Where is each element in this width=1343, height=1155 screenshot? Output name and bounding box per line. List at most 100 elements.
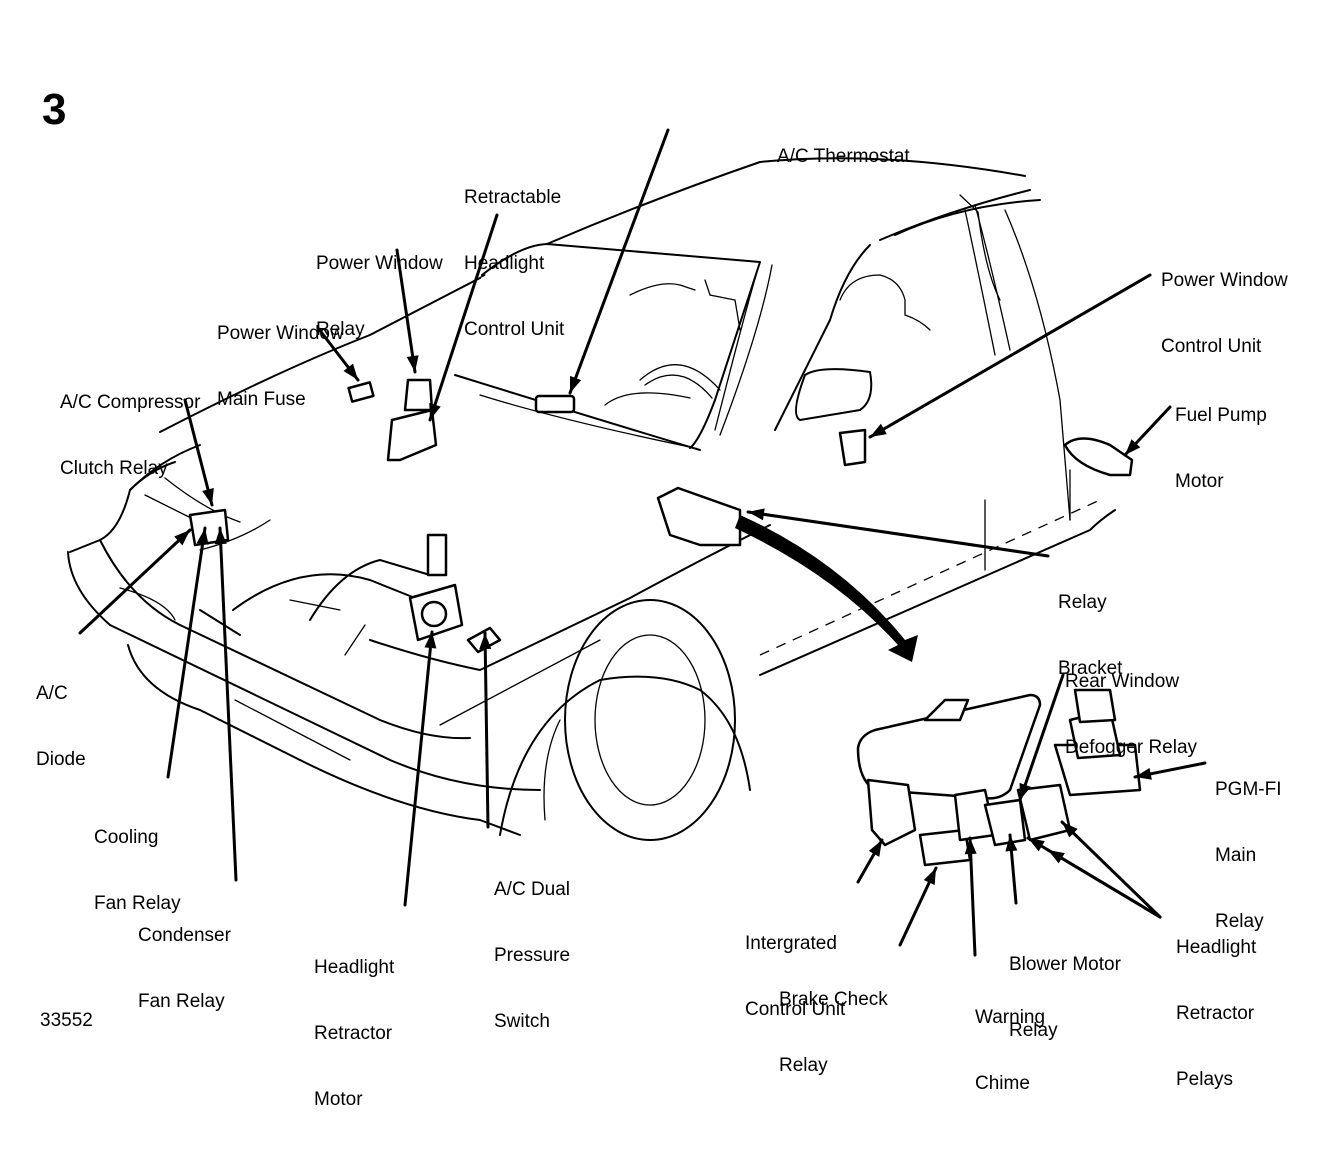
label-brake-check-relay: Brake Check Relay — [779, 945, 888, 1121]
leader-ac-thermostat — [568, 128, 670, 395]
label-line: Relay — [779, 1055, 828, 1076]
label-line: Control Unit — [745, 999, 846, 1020]
detail-arrow — [735, 515, 918, 662]
label-headlight-retractor-motor: Headlight Retractor Motor — [314, 913, 394, 1155]
car-body — [67, 157, 1116, 841]
leader-headlight-control-unit — [428, 213, 499, 422]
label-line: Relay — [1009, 1020, 1058, 1041]
label-line: Headlight — [464, 253, 545, 274]
label-line: Relay — [1058, 592, 1107, 613]
arrowhead-icon — [424, 632, 437, 649]
headlight-control-unit-part — [386, 408, 438, 462]
figure-id: 33552 — [40, 1010, 93, 1031]
label-headlight-retractor-relays: Headlight Retractor Pelays — [1176, 893, 1256, 1135]
arrowhead-icon — [196, 528, 209, 545]
label-line: Power Window — [217, 323, 344, 344]
cowl-line — [454, 374, 701, 451]
label-line: Control Unit — [1161, 336, 1262, 357]
label-line: Pelays — [1176, 1069, 1234, 1090]
label-line: A/C Compressor — [60, 392, 201, 413]
arrowheads — [174, 355, 1152, 886]
leader-rear-window-defogger-relay — [1018, 673, 1065, 802]
relay-box-detail — [856, 688, 1142, 867]
label-warning-chime: Warning Chime — [975, 963, 1045, 1139]
arrowhead-icon — [1005, 835, 1018, 852]
label-line: Fan Relay — [94, 893, 181, 914]
label-ac-compressor-clutch-relay: A/C Compressor Clutch Relay — [60, 348, 200, 524]
roof-rail — [879, 189, 1031, 241]
label-line: Warning — [975, 1007, 1046, 1028]
arrowhead-icon — [343, 363, 358, 380]
label-line: Headlight — [1176, 937, 1257, 958]
figure-number: 3 — [42, 85, 67, 134]
label-line: Switch — [494, 1011, 550, 1032]
fuel-pump-motor-part — [1063, 437, 1134, 477]
car-line-drawing — [67, 128, 1207, 957]
label-line: Main Fuse — [217, 389, 306, 410]
ac-thermostat-part — [534, 394, 576, 414]
arrowhead-icon — [406, 355, 419, 372]
arrowhead-icon — [868, 840, 882, 857]
leader-headlight-retractor-relays-1 — [1060, 820, 1162, 919]
label-blower-motor-relay: Blower Motor Relay — [1009, 910, 1121, 1086]
label-line: Motor — [1175, 471, 1224, 492]
arrowhead-icon — [1019, 782, 1031, 800]
label-ac-diode: A/C Diode — [36, 639, 86, 815]
label-line: PGM-FI — [1215, 779, 1282, 800]
arrowhead-icon — [870, 423, 887, 437]
arrowhead-icon — [479, 633, 492, 650]
leader-cooling-fan-relay — [166, 526, 207, 779]
label-line: Cooling — [94, 827, 159, 848]
leader-headlight-retractor-motor — [403, 630, 434, 907]
label-fuel-pump-motor: Fuel Pump Motor — [1175, 361, 1267, 537]
front-fascia — [69, 461, 176, 553]
label-line: Defogger Relay — [1065, 737, 1198, 758]
roof-line — [546, 157, 1026, 245]
label-line: Relay — [316, 319, 365, 340]
label-integrated-control-unit: Intergrated Control Unit — [745, 889, 845, 1065]
label-line: Retractable — [464, 187, 562, 208]
label-line: Main — [1215, 845, 1257, 866]
label-line: Bracket — [1058, 658, 1123, 679]
windshield — [481, 243, 761, 449]
label-line: Blower Motor — [1009, 954, 1121, 975]
arrowhead-icon — [1125, 439, 1141, 455]
arrowhead-icon — [202, 488, 214, 505]
label-line: Intergrated — [745, 933, 837, 954]
label-line: Diode — [36, 749, 86, 770]
label-pgm-fi-main-relay: PGM-FI Main Relay — [1215, 735, 1282, 977]
front-wheel — [564, 599, 736, 841]
arrowhead-icon — [923, 868, 936, 886]
label-line: Retractor — [1176, 1003, 1255, 1024]
front-wheel-arch — [499, 675, 751, 836]
components — [188, 378, 1142, 867]
leader-headlight-retractor-relays-3 — [1026, 836, 1162, 919]
label-line: Fuel Pump — [1175, 405, 1267, 426]
label-line: Power Window — [1161, 270, 1288, 291]
arrowhead-icon — [1062, 822, 1078, 838]
label-line: Rear Window — [1065, 671, 1180, 692]
arrowhead-icon — [1135, 767, 1152, 780]
label-line: Clutch Relay — [60, 458, 168, 479]
leader-ac-dual-pressure-switch — [483, 631, 490, 829]
power-window-control-unit-part — [838, 428, 867, 467]
leader-lines — [78, 128, 1207, 957]
label-line: A/C Dual — [494, 879, 571, 900]
leader-warning-chime — [968, 836, 977, 957]
label-line: Motor — [314, 1089, 363, 1110]
label-line: Condenser — [138, 925, 231, 946]
label-line: Power Window — [316, 253, 443, 274]
component-locator-diagram: 3 33552 — [36, 85, 1288, 1111]
label-line: A/C — [36, 683, 68, 704]
label-ac-thermostat: A/C Thermostat — [777, 102, 910, 212]
leader-power-window-relay — [395, 248, 417, 374]
arrowhead-icon — [429, 402, 441, 420]
label-line: Headlight — [314, 957, 395, 978]
label-relay-bracket: Relay Bracket — [1058, 548, 1122, 724]
label-line: Retractor — [314, 1023, 393, 1044]
arrowhead-icon — [1028, 838, 1045, 852]
label-rear-window-defogger-relay: Rear Window Defogger Relay — [1065, 627, 1197, 803]
leader-relay-bracket — [746, 510, 1050, 558]
arrowhead-icon — [748, 508, 765, 521]
label-line: Fan Relay — [138, 991, 225, 1012]
